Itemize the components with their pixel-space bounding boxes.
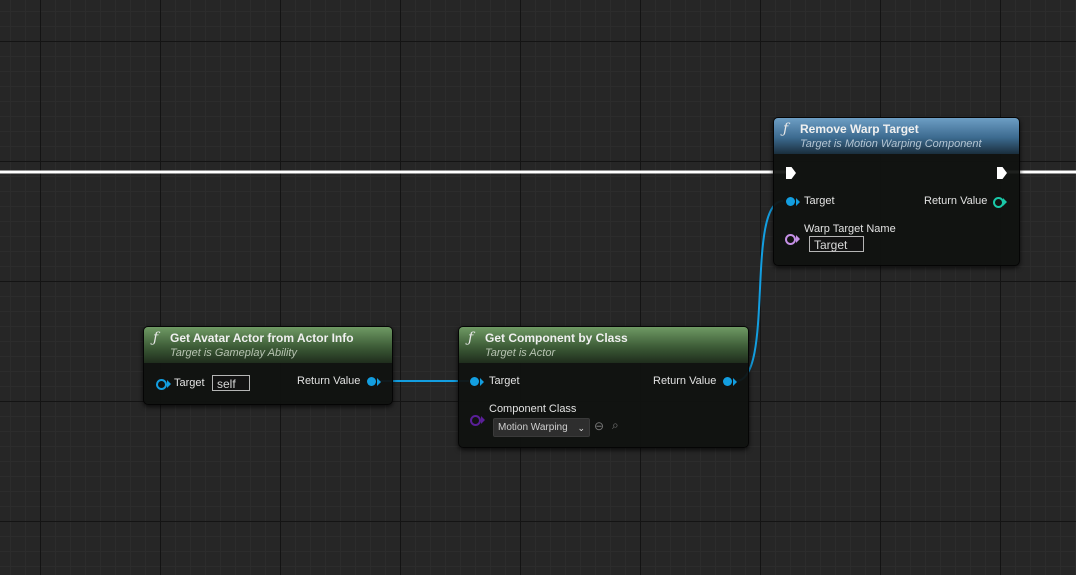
- node-header[interactable]: ƒ Get Avatar Actor from Actor Info Targe…: [144, 327, 392, 363]
- function-icon: ƒ: [783, 121, 789, 137]
- warp-target-name-field[interactable]: Target: [809, 236, 864, 252]
- target-pin-label: Target: [489, 375, 520, 387]
- node-get-avatar-actor[interactable]: ƒ Get Avatar Actor from Actor Info Targe…: [143, 326, 393, 405]
- warp-target-name-label: Warp Target Name: [804, 223, 896, 235]
- pin-arrow-icon: [480, 378, 484, 386]
- target-pin-label: Target: [174, 377, 205, 389]
- node-title: Get Component by Class: [485, 331, 628, 345]
- node-header[interactable]: ƒ Remove Warp Target Target is Motion Wa…: [774, 118, 1019, 154]
- node-subtitle: Target is Motion Warping Component: [800, 138, 982, 150]
- exec-in-pin-icon[interactable]: [786, 167, 796, 179]
- pin-arrow-icon: [167, 380, 171, 388]
- exec-out-pin-icon[interactable]: [997, 167, 1007, 179]
- node-get-component-by-class[interactable]: ƒ Get Component by Class Target is Actor…: [458, 326, 749, 448]
- target-pin-icon[interactable]: [470, 377, 479, 386]
- warp-target-name-pin-icon[interactable]: [785, 234, 796, 245]
- use-selected-icon[interactable]: ⊖: [594, 419, 605, 433]
- node-title: Get Avatar Actor from Actor Info: [170, 331, 354, 345]
- return-value-label: Return Value: [297, 375, 361, 387]
- target-pin-icon[interactable]: [156, 379, 167, 390]
- return-value-label: Return Value: [924, 195, 988, 207]
- chevron-down-icon: ⌄: [577, 423, 585, 433]
- pin-arrow-icon: [796, 235, 800, 243]
- component-class-value: Motion Warping: [498, 422, 568, 433]
- return-value-label: Return Value: [653, 375, 717, 387]
- target-pin-icon[interactable]: [786, 197, 795, 206]
- return-value-pin-icon[interactable]: [367, 377, 376, 386]
- node-header[interactable]: ƒ Get Component by Class Target is Actor: [459, 327, 748, 363]
- node-subtitle: Target is Actor: [485, 347, 556, 359]
- node-title: Remove Warp Target: [800, 122, 919, 136]
- function-icon: ƒ: [153, 330, 159, 346]
- pin-arrow-icon: [733, 378, 737, 386]
- component-class-dropdown[interactable]: Motion Warping ⌄: [493, 418, 590, 437]
- return-value-pin-icon[interactable]: [723, 377, 732, 386]
- node-remove-warp-target[interactable]: ƒ Remove Warp Target Target is Motion Wa…: [773, 117, 1020, 266]
- function-icon: ƒ: [468, 330, 474, 346]
- component-class-pin-icon[interactable]: [470, 415, 481, 426]
- component-class-label: Component Class: [489, 403, 577, 415]
- target-self-field[interactable]: self: [212, 375, 250, 391]
- pin-arrow-icon: [796, 198, 800, 206]
- pin-arrow-icon: [481, 416, 485, 424]
- pin-arrow-icon: [1003, 198, 1007, 206]
- target-pin-label: Target: [804, 195, 835, 207]
- node-subtitle: Target is Gameplay Ability: [170, 347, 297, 359]
- browse-icon[interactable]: ⌕: [612, 418, 619, 432]
- pin-arrow-icon: [377, 378, 381, 386]
